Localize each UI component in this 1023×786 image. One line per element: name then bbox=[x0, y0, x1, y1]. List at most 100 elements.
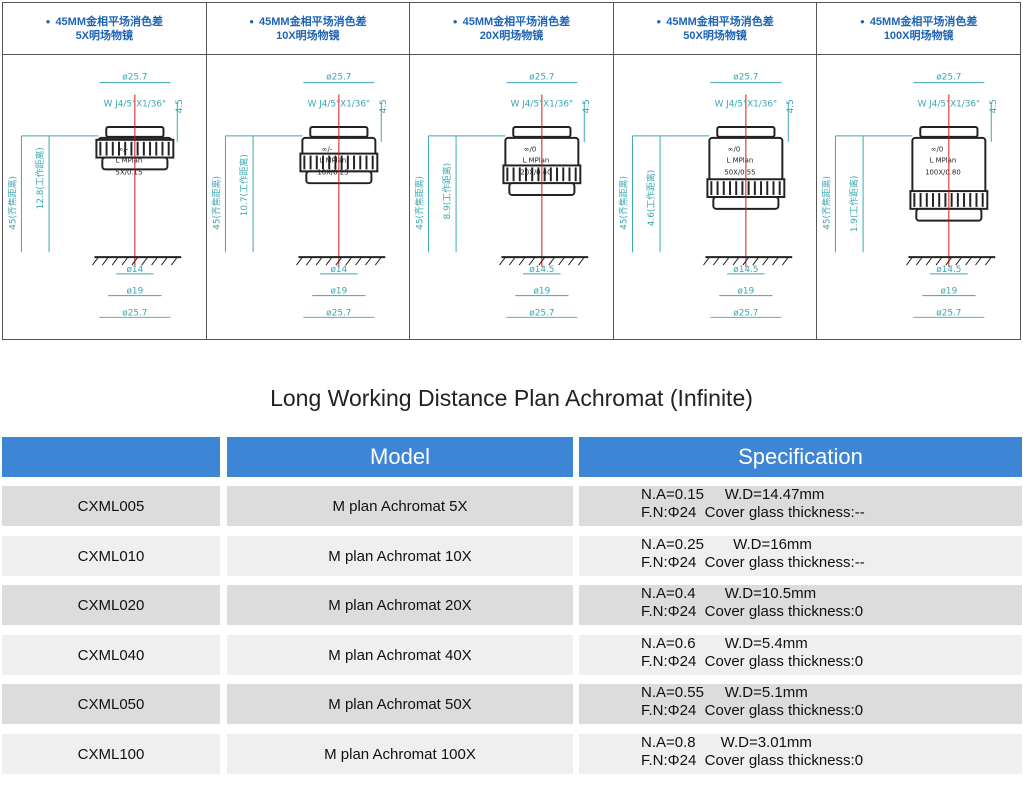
height-label: 4.5 bbox=[786, 99, 796, 113]
hatch-line bbox=[558, 256, 566, 266]
spec-na-wd: N.A=0.15 W.D=14.47mm bbox=[641, 486, 825, 503]
hatch-line bbox=[325, 256, 332, 266]
height-label: 4.5 bbox=[175, 99, 185, 113]
dim-b-label: ø19 bbox=[330, 287, 347, 297]
objective-drawings-panel: 45MM金相平场消色差 5X明场物镜 ø25.7W J4/5"X1/36"4.5… bbox=[2, 2, 1021, 340]
working-distance-label: 10.7(工作距离) bbox=[238, 154, 250, 216]
model-code: CXML020 bbox=[2, 585, 220, 625]
objective-heading: 45MM金相平场消色差 100X明场物镜 bbox=[817, 3, 1020, 55]
height-label: 4.5 bbox=[379, 99, 389, 113]
hatch-line bbox=[945, 256, 953, 266]
hatch-line bbox=[315, 256, 323, 266]
dim-b-label: ø19 bbox=[534, 287, 551, 297]
hatch-line bbox=[374, 256, 382, 266]
lens-label-na: ∞/- bbox=[321, 146, 332, 154]
spec-fn-cover: F.N:Φ24 Cover glass thickness:-- bbox=[641, 504, 865, 521]
objective-svg: ø25.7W J4/5"X1/36"4.545(齐焦距离)4.6(工作距离)∞/… bbox=[617, 73, 796, 319]
hatch-line bbox=[722, 256, 730, 266]
lens-label-na: ∞/0 bbox=[728, 146, 740, 154]
hatch-line bbox=[354, 256, 362, 266]
dim-c-label: ø25.7 bbox=[937, 308, 962, 318]
hatch-line bbox=[985, 256, 993, 266]
objective-heading-line1: 45MM金相平场消色差 bbox=[860, 15, 978, 29]
dim-top-label: ø25.7 bbox=[733, 73, 758, 83]
model-name: M plan Achromat 40X bbox=[227, 635, 573, 675]
parfocal-label: 45(齐焦距离) bbox=[414, 176, 426, 230]
hatch-line bbox=[712, 256, 720, 266]
lens-label-mag: 5X/0.15 bbox=[116, 168, 143, 176]
dim-top-label: ø25.7 bbox=[122, 73, 147, 83]
dim-top-label: ø25.7 bbox=[326, 73, 351, 83]
objective-column: 45MM金相平场消色差 50X明场物镜 ø25.7W J4/5"X1/36"4.… bbox=[613, 3, 818, 339]
parfocal-label: 45(齐焦距离) bbox=[617, 176, 629, 230]
spec-fn-cover: F.N:Φ24 Cover glass thickness:0 bbox=[641, 752, 864, 769]
model-name: M plan Achromat 20X bbox=[227, 585, 573, 625]
objective-svg: ø25.7W J4/5"X1/36"4.545(齐焦距离)1.9(工作距离)∞/… bbox=[821, 73, 1000, 319]
hatch-line bbox=[528, 256, 536, 266]
objective-svg: ø25.7W J4/5"X1/36"4.545(齐焦距离)12.8(工作距离)∞… bbox=[7, 73, 186, 319]
working-distance-label: 4.6(工作距离) bbox=[645, 170, 657, 226]
hatch-line bbox=[752, 256, 759, 266]
lens-label-series: L MPlan bbox=[319, 156, 346, 164]
height-label: 4.5 bbox=[582, 99, 592, 113]
hatch-line bbox=[965, 256, 973, 266]
hatch-line bbox=[305, 256, 313, 266]
parfocal-label: 45(齐焦距离) bbox=[210, 176, 222, 230]
hatch-line bbox=[131, 256, 139, 266]
working-distance-label: 1.9(工作距离) bbox=[849, 176, 861, 232]
hatch-line bbox=[538, 256, 546, 266]
objective-svg: ø25.7W J4/5"X1/36"4.545(齐焦距离)8.9(工作距离)∞/… bbox=[414, 73, 593, 319]
table-header-code bbox=[2, 437, 220, 477]
hatch-line bbox=[955, 256, 963, 266]
dim-a-label: ø14 bbox=[127, 265, 144, 275]
lens-label-mag: 100X/0.80 bbox=[926, 168, 962, 176]
spec-na-wd: N.A=0.8 W.D=3.01mm bbox=[641, 734, 812, 751]
dim-a-label: ø14 bbox=[330, 265, 347, 275]
objective-svg: ø25.7W J4/5"X1/36"4.545(齐焦距离)10.7(工作距离)∞… bbox=[210, 73, 389, 319]
hatch-line bbox=[975, 256, 983, 266]
working-distance-label: 8.9(工作距离) bbox=[441, 163, 453, 219]
hatch-line bbox=[111, 256, 119, 266]
parfocal-label: 45(齐焦距离) bbox=[7, 176, 19, 230]
model-name: M plan Achromat 5X bbox=[227, 486, 573, 526]
dim-c-label: ø25.7 bbox=[326, 308, 351, 318]
model-code: CXML100 bbox=[2, 734, 220, 774]
hatch-line bbox=[732, 256, 740, 266]
hatch-line bbox=[916, 256, 924, 266]
hatch-line bbox=[906, 256, 914, 266]
objective-heading: 45MM金相平场消色差 5X明场物镜 bbox=[3, 3, 206, 55]
hatch-line bbox=[509, 256, 516, 266]
dim-b-label: ø19 bbox=[941, 287, 958, 297]
lens-label-series: L MPlan bbox=[930, 156, 957, 164]
objective-heading-line1: 45MM金相平场消色差 bbox=[46, 15, 163, 29]
table-header-model: Model bbox=[227, 437, 573, 477]
hatch-line bbox=[141, 256, 149, 266]
height-label: 4.5 bbox=[990, 99, 1000, 113]
hatch-line bbox=[344, 256, 352, 266]
objective-heading-line1: 45MM金相平场消色差 bbox=[453, 15, 571, 29]
hatch-line bbox=[499, 256, 506, 266]
objective-heading-line1: 45MM金相平场消色差 bbox=[249, 15, 367, 29]
spec-na-wd: N.A=0.6 W.D=5.4mm bbox=[641, 635, 808, 652]
lens-label-mag: 50X/0.55 bbox=[724, 168, 755, 176]
page-title: Long Working Distance Plan Achromat (Inf… bbox=[270, 385, 753, 411]
objective-heading-line2: 100X明场物镜 bbox=[883, 29, 954, 42]
dim-a-label: ø14.5 bbox=[529, 265, 554, 275]
dim-c-label: ø25.7 bbox=[122, 308, 147, 318]
spec-na-wd: N.A=0.25 W.D=16mm bbox=[641, 536, 812, 553]
spec-na-wd: N.A=0.4 W.D=10.5mm bbox=[641, 585, 817, 602]
hatch-line bbox=[578, 256, 585, 266]
spec-fn-cover: F.N:Φ24 Cover glass thickness:0 bbox=[641, 653, 864, 670]
dim-b-label: ø19 bbox=[127, 287, 144, 297]
objective-heading: 45MM金相平场消色差 20X明场物镜 bbox=[410, 3, 613, 55]
dim-top-label: ø25.7 bbox=[529, 73, 554, 83]
objective-heading-line1: 45MM金相平场消色差 bbox=[656, 15, 774, 29]
